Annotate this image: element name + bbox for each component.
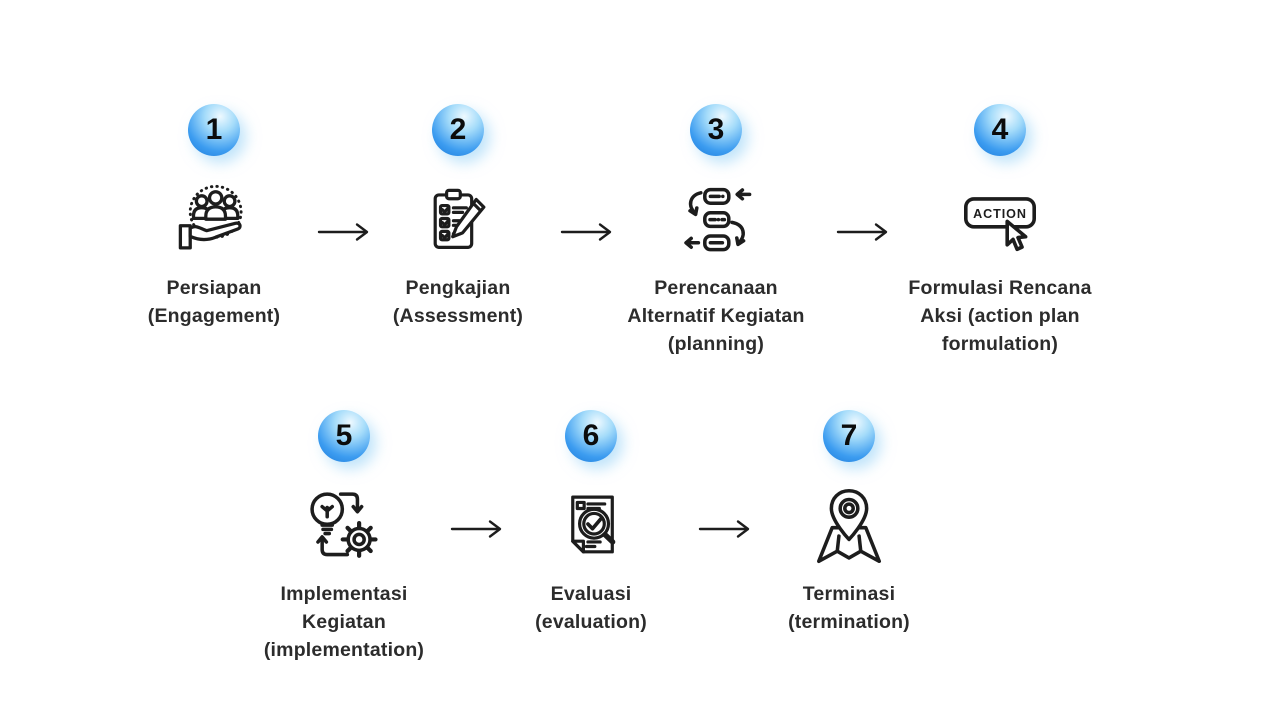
step-persiapan: 1 Persiapan (Engagement) — [94, 104, 334, 330]
assessment-icon — [420, 178, 496, 262]
action-icon-text: ACTION — [973, 206, 1027, 220]
engagement-icon — [171, 178, 257, 262]
step-pengkajian: 2 Pengkajia — [338, 104, 578, 330]
step-label: Pengkajian (Assessment) — [392, 277, 524, 327]
action-plan-icon: ACTION — [955, 178, 1045, 262]
step-formulasi-rencana-aksi: 4 ACTION Formulasi Rencana Aksi (action … — [880, 104, 1120, 358]
step-label: Formulasi Rencana Aksi (action plan form… — [908, 277, 1092, 355]
step-number-badge: 7 — [823, 410, 875, 462]
arrow-right-icon — [696, 517, 756, 541]
step-evaluasi: 6 Evaluasi (evaluation) — [471, 410, 711, 636]
step-label: Perencanaan Alternatif Kegiatan (plannin… — [627, 277, 805, 355]
step-number-badge: 4 — [974, 104, 1026, 156]
step-number-badge: 6 — [565, 410, 617, 462]
step-number-badge: 2 — [432, 104, 484, 156]
step-number-badge: 1 — [188, 104, 240, 156]
step-label: Evaluasi (evaluation) — [535, 583, 647, 633]
step-terminasi: 7 Terminasi (termination) — [729, 410, 969, 636]
termination-icon — [807, 484, 891, 568]
step-label: Implementasi Kegiatan (implementation) — [263, 583, 425, 661]
step-number-badge: 5 — [318, 410, 370, 462]
evaluation-icon — [553, 484, 629, 568]
planning-icon — [676, 178, 756, 262]
arrow-right-icon — [315, 220, 375, 244]
implementation-icon — [300, 484, 388, 568]
step-label: Terminasi (termination) — [788, 583, 910, 633]
arrow-right-icon — [448, 517, 508, 541]
arrow-right-icon — [558, 220, 618, 244]
step-implementasi: 5 — [224, 410, 464, 664]
arrow-right-icon — [834, 220, 894, 244]
step-label: Persiapan (Engagement) — [147, 277, 281, 327]
step-perencanaan: 3 — [596, 104, 836, 358]
step-number-badge: 3 — [690, 104, 742, 156]
